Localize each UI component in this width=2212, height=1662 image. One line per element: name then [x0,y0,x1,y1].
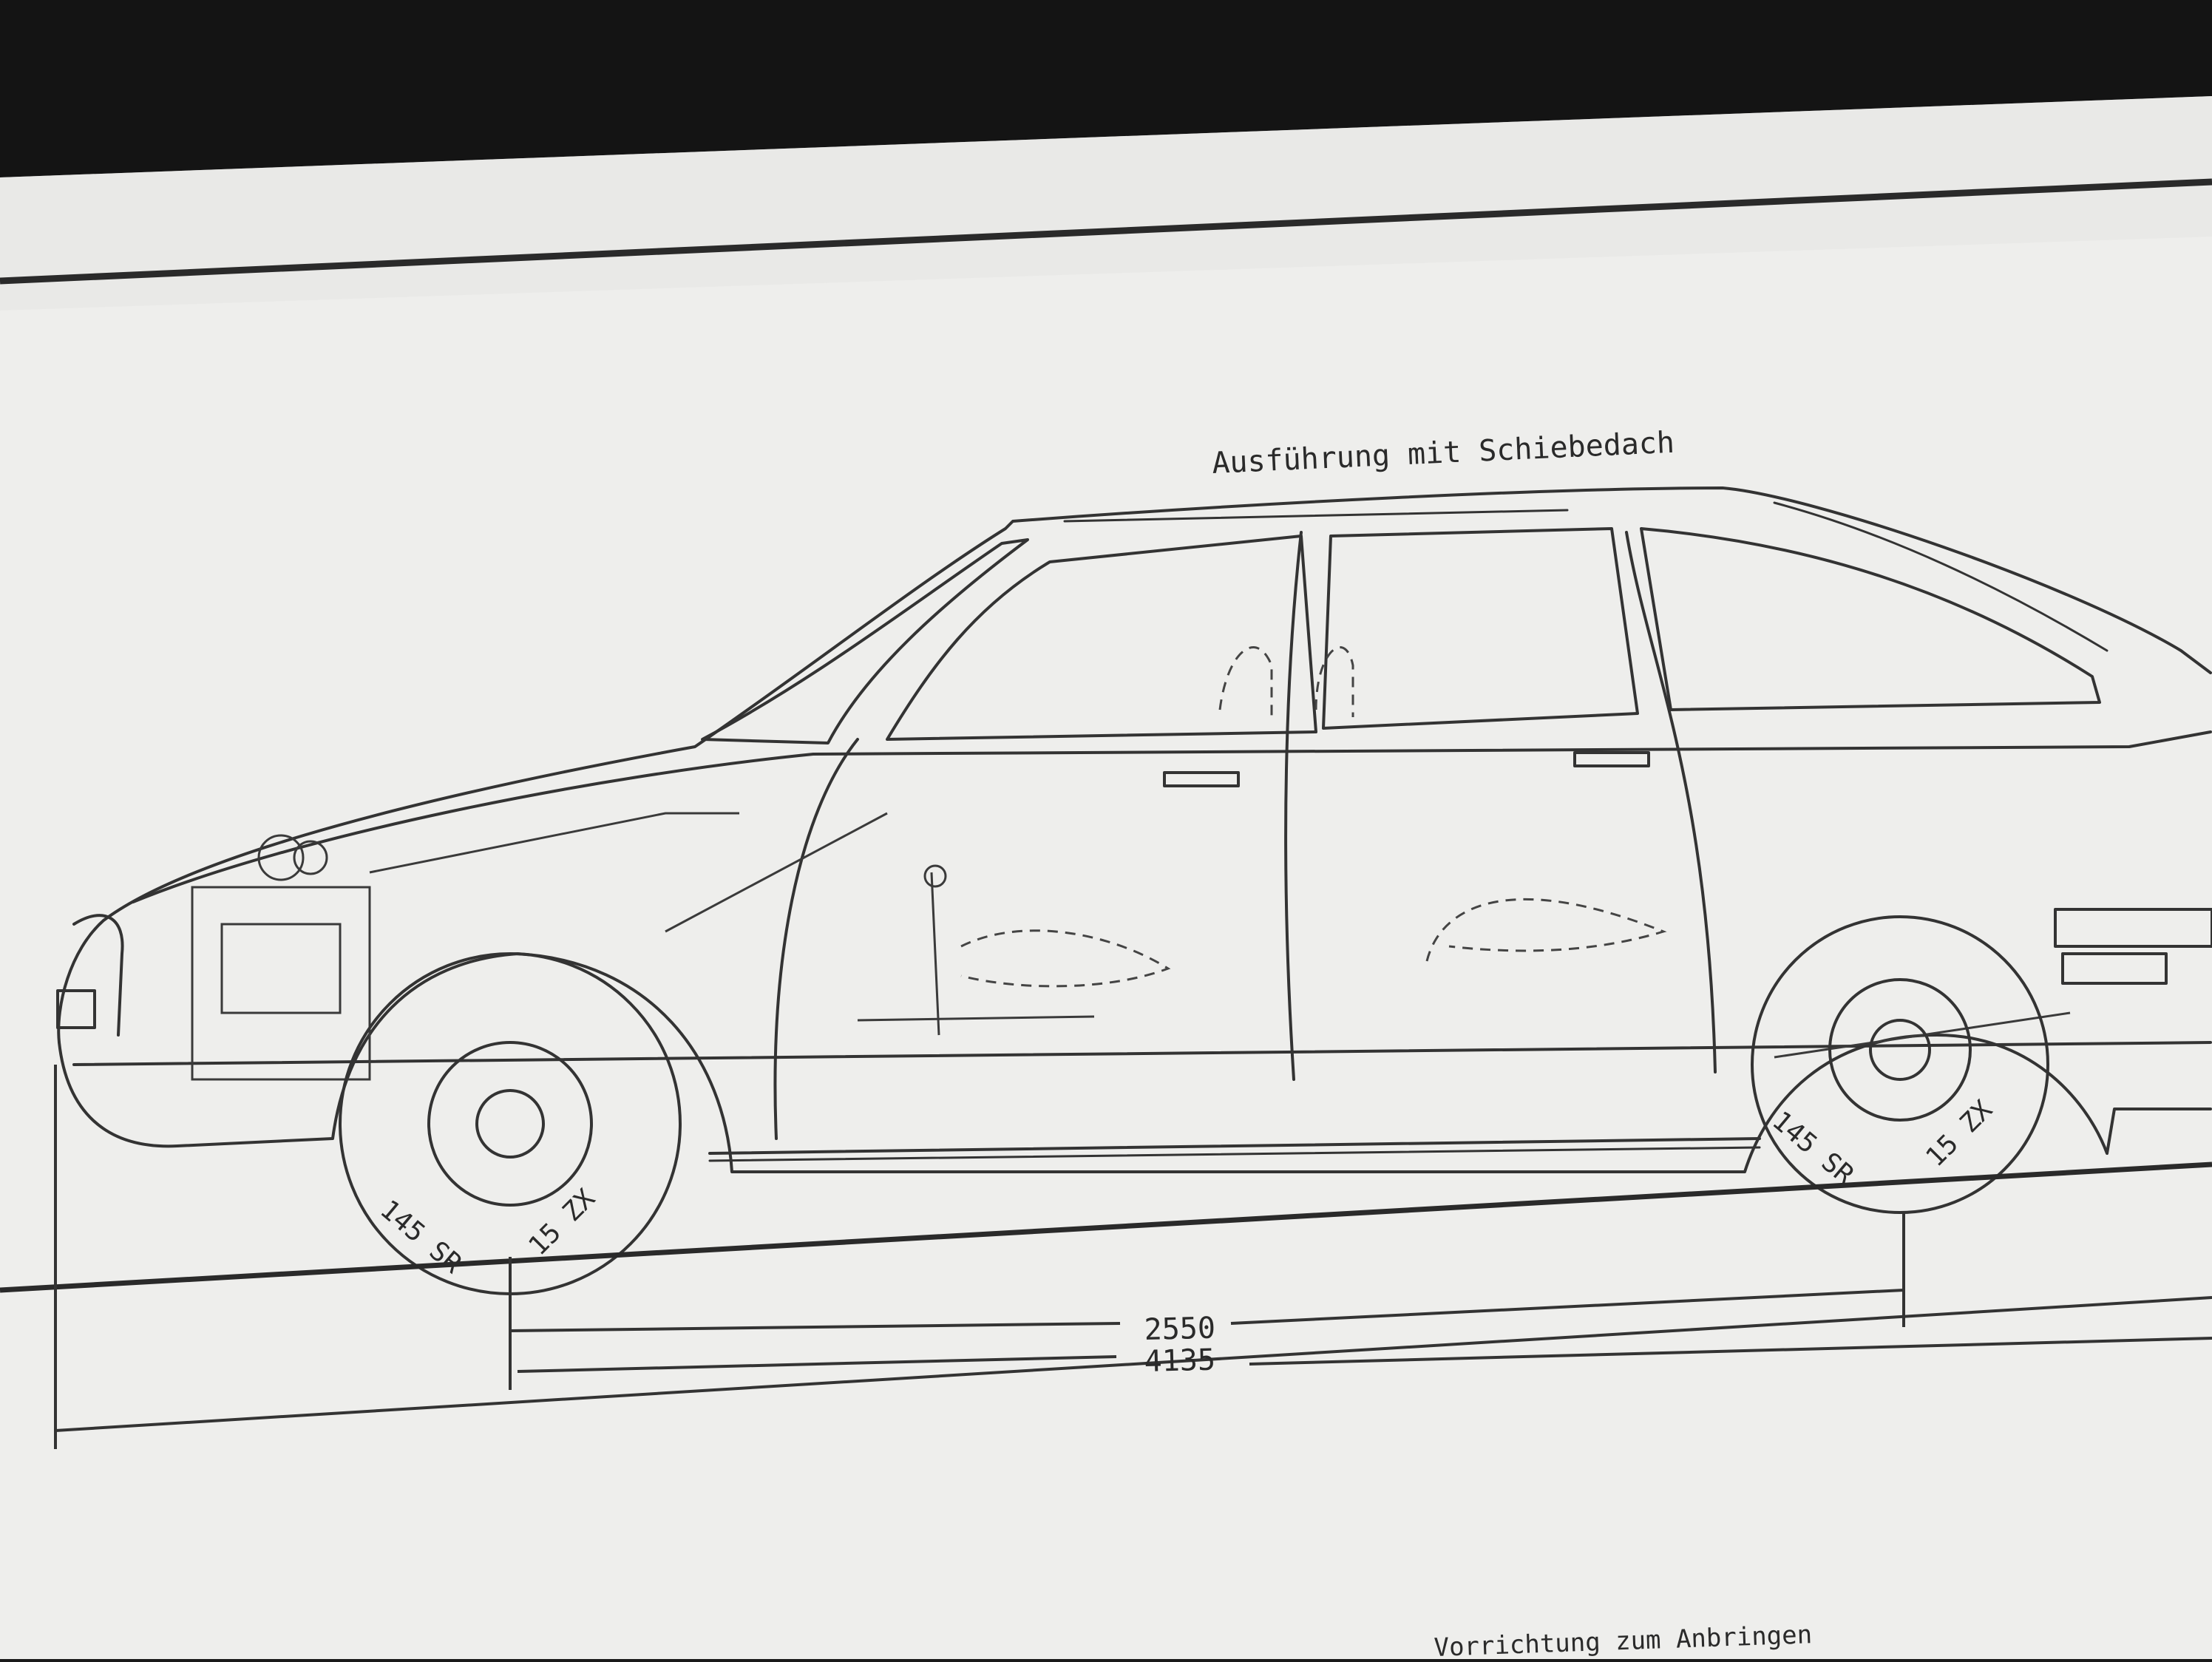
overall-length-dimension: 4135 [1144,1343,1215,1379]
rear-seat-cushion [1425,898,1667,962]
paper-sheet [0,96,2212,1659]
rear-hub [1869,1019,1931,1081]
engine-bay [191,812,2071,1081]
rear-bumper [2054,908,2212,948]
b-pillar-line [1284,531,1303,1081]
overall-line-right [1249,1337,2212,1366]
floor-line-2 [708,1146,1761,1162]
body-outline-lower [58,952,2212,1173]
wheelbase-dimension: 2550 [1144,1311,1215,1347]
car-body [56,486,2212,1173]
front-headrest [1218,646,1273,717]
front-window [886,535,1317,741]
rear-tyre [1751,915,2049,1214]
windscreen [701,538,1029,744]
air-filter [257,834,305,881]
floor-line [708,1137,1761,1155]
cylinder-head [220,923,342,1014]
front-seat-cushion [960,929,1171,988]
c-pillar-line [1625,531,1717,1073]
wheelbase-line-left [509,1322,1121,1332]
front-hub [475,1089,545,1159]
rear-door-window [1322,527,1639,730]
rear-headrest [1314,646,1354,717]
body-outline-upper [57,486,2212,1044]
a-pillar-line [773,738,859,1140]
quarter-window [1640,527,2101,711]
wheelbase-line-right [1230,1289,1904,1325]
rear-rim [1828,978,1972,1122]
belt-line [132,730,2212,903]
tailgate-line [1773,501,2108,652]
front-bumper [72,914,124,1037]
front-door-handle [1163,771,1240,787]
rear-wheel [1751,915,2049,1214]
gear-lever [930,872,940,1036]
sunroof-line [1063,509,1569,523]
engine-block [191,886,371,1081]
length-baseline [55,1296,2212,1432]
air-filter-2 [293,840,328,875]
steering-column [369,812,739,874]
rear-light [2061,952,2168,985]
rear-suspension-arm [1774,1011,2071,1059]
dimension-lines [54,1065,2212,1449]
top-border-line [0,178,2212,285]
floor-pan-rail [857,1015,1095,1022]
front-light [56,989,96,1029]
ground-line [0,1161,2212,1293]
overall-line-left [517,1355,1117,1373]
interior-seats [960,646,1667,988]
pedal-linkage [665,812,888,933]
front-rim [427,1041,593,1207]
gear-knob [923,864,947,888]
rear-door-handle [1573,751,1650,767]
